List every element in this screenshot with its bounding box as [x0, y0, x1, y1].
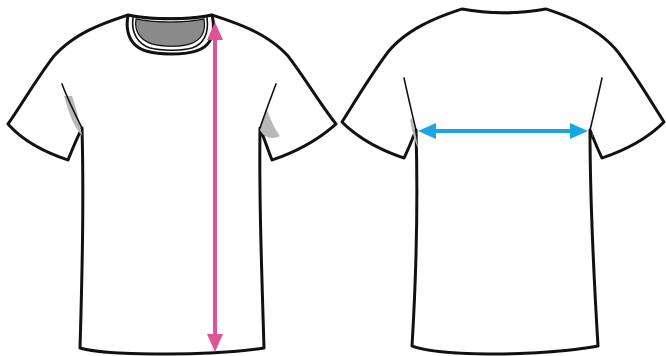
tshirt-front-outline: [8, 15, 336, 354]
tshirt-front-view: [8, 15, 336, 354]
tshirt-back-view: [342, 9, 664, 354]
tshirt-back-outline: [342, 9, 664, 354]
